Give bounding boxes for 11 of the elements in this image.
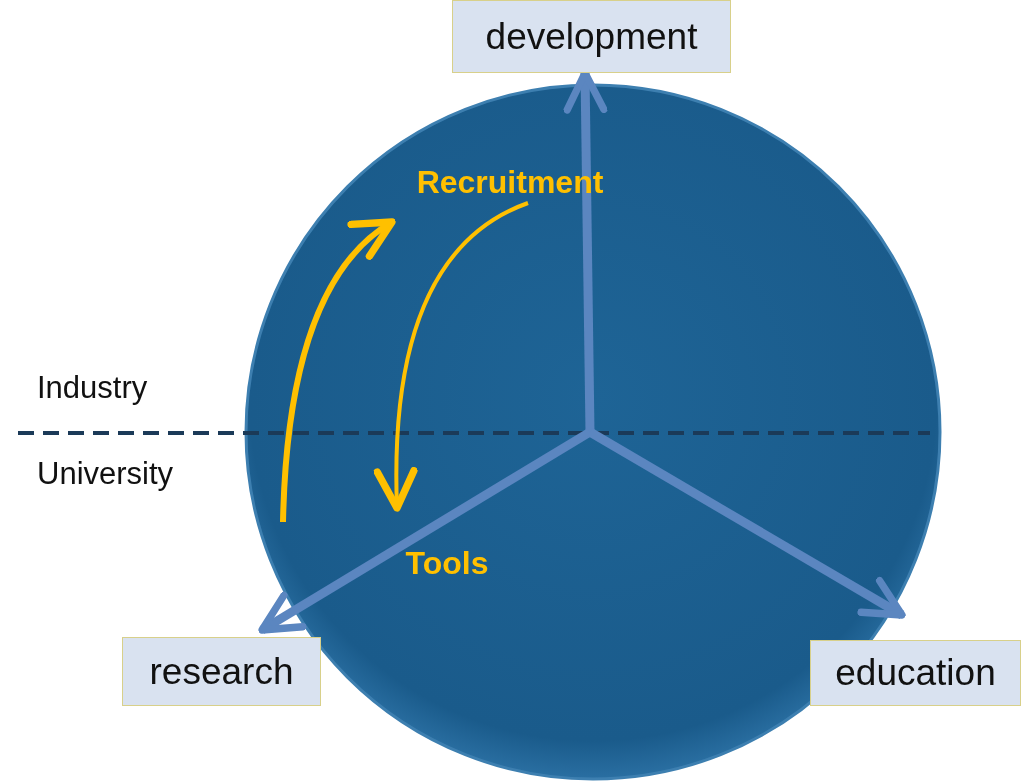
side-label: Industry [37, 370, 148, 406]
text-label: Tools [396, 543, 498, 583]
arrow [587, 428, 906, 619]
arrow [374, 201, 529, 512]
label-box: development [452, 0, 731, 73]
side-label: University [37, 456, 174, 492]
label-box: education [810, 640, 1021, 706]
arrow [258, 428, 593, 634]
label-box: research [122, 637, 321, 706]
text-label: Recruitment [398, 162, 622, 202]
arrow [280, 218, 396, 523]
